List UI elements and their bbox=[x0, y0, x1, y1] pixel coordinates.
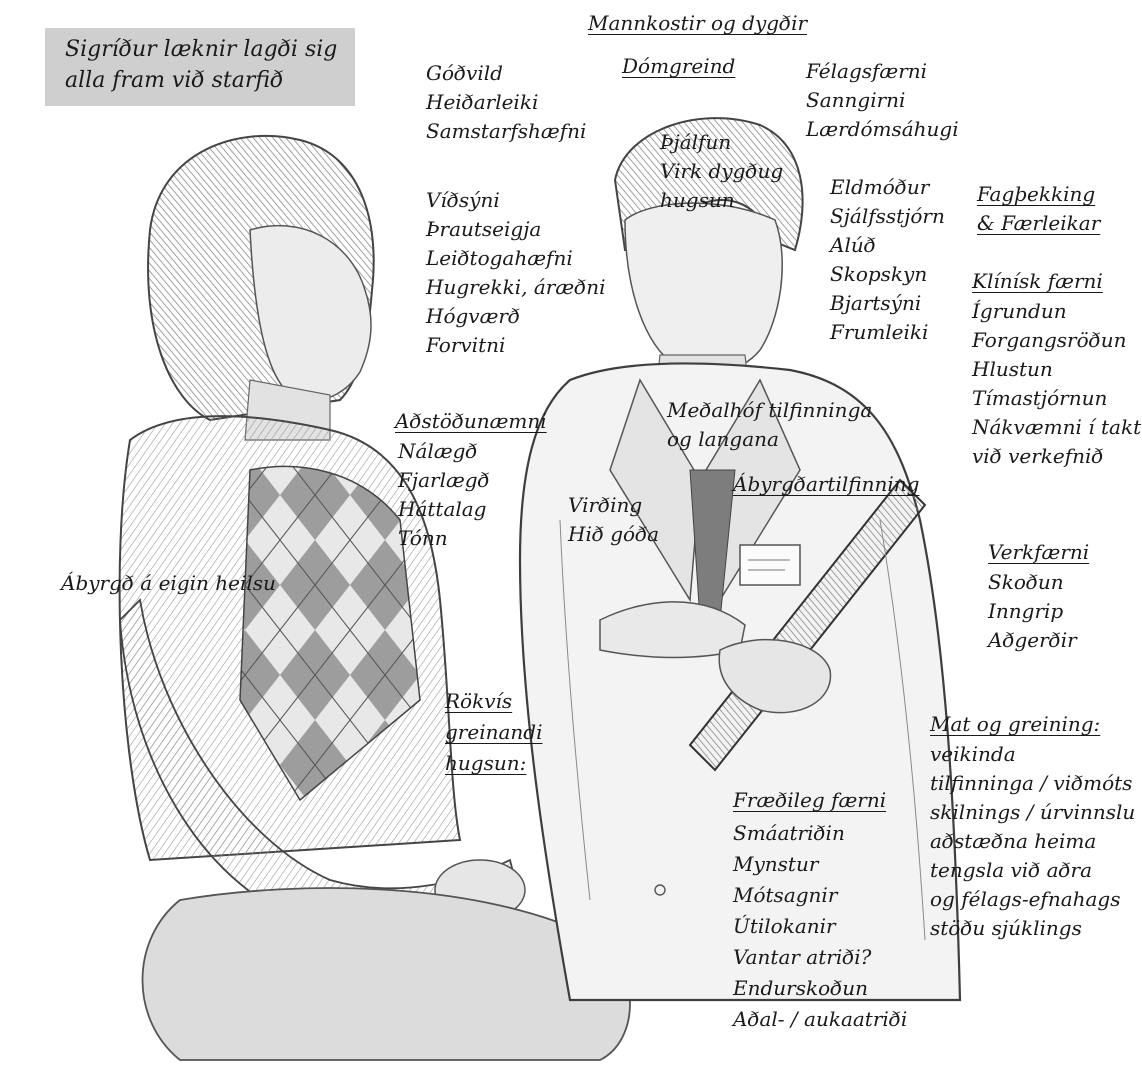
fraedileg-item: Endurskoðun bbox=[733, 973, 907, 1004]
caption-box: Sigríður læknir lagði sig alla fram við … bbox=[45, 28, 355, 106]
virtue-item: Heiðarleiki bbox=[426, 88, 586, 117]
caption-text: Sigríður læknir lagði sig alla fram við … bbox=[65, 34, 337, 96]
medalhof-line: Meðalhóf tilfinninga bbox=[667, 396, 872, 425]
caption-line-2: alla fram við starfið bbox=[65, 65, 337, 96]
label-domgreind: Dómgreind bbox=[622, 52, 735, 81]
verkfaerni-list: Skoðun Inngrip Aðgerðir bbox=[988, 568, 1077, 655]
virtue-item: Skopskyn bbox=[830, 260, 945, 289]
adstodunaemni-item: Fjarlægð bbox=[398, 466, 490, 495]
thjalfun-line: Þjálfun bbox=[660, 128, 783, 157]
patient-label: Ábyrgð á eigin heilsu bbox=[61, 569, 276, 598]
fagthekking-line: & Færleikar bbox=[977, 209, 1100, 238]
verkfaerni-item: Skoðun bbox=[988, 568, 1077, 597]
caption-line-1: Sigríður læknir lagði sig bbox=[65, 34, 337, 65]
rokvis-line: greinandi bbox=[445, 717, 542, 748]
mat-item: veikinda bbox=[930, 740, 1135, 769]
fraedileg-item: Aðal- / aukaatriði bbox=[733, 1004, 907, 1035]
virding-line: Hið góða bbox=[568, 520, 659, 549]
fraedileg-list: Smáatriðin Mynstur Mótsagnir Útilokanir … bbox=[733, 818, 907, 1035]
klinisk-item: Ígrundun bbox=[972, 297, 1141, 326]
mat-item: tilfinninga / viðmóts bbox=[930, 769, 1135, 798]
mat-item: skilnings / úrvinnslu bbox=[930, 798, 1135, 827]
virtue-item: Félagsfærni bbox=[806, 57, 959, 86]
virtue-item: Forvitni bbox=[426, 331, 605, 360]
virtue-item: Hugrekki, áræðni bbox=[426, 273, 605, 302]
heading-fraedileg: Fræðileg færni bbox=[733, 786, 886, 815]
rokvis-line: hugsun: bbox=[445, 748, 542, 779]
virtue-item: Sanngirni bbox=[806, 86, 959, 115]
medalhof-block: Meðalhóf tilfinninga og langana bbox=[667, 396, 872, 454]
mat-item: tengsla við aðra bbox=[930, 856, 1135, 885]
mat-item: og félags-efnahags bbox=[930, 885, 1135, 914]
fraedileg-item: Mynstur bbox=[733, 849, 907, 880]
fagthekking-line: Fagþekking bbox=[977, 180, 1100, 209]
klinisk-item: Hlustun bbox=[972, 355, 1141, 384]
virtues-column-c: Félagsfærni Sanngirni Lærdómsáhugi bbox=[806, 57, 959, 144]
heading-adstodunaemni: Aðstöðunæmni bbox=[395, 407, 547, 436]
adstodunaemni-list: Nálægð Fjarlægð Háttalag Tónn bbox=[398, 437, 490, 553]
virtue-item: Eldmóður bbox=[830, 173, 945, 202]
adstodunaemni-item: Tónn bbox=[398, 524, 490, 553]
thjalfun-line: hugsun bbox=[660, 186, 783, 215]
klinisk-item: við verkefnið bbox=[972, 442, 1141, 471]
thjalfun-block: Þjálfun Virk dygðug hugsun bbox=[660, 128, 783, 215]
virtue-item: Lærdómsáhugi bbox=[806, 115, 959, 144]
mat-item: stöðu sjúklings bbox=[930, 914, 1135, 943]
fraedileg-item: Mótsagnir bbox=[733, 880, 907, 911]
virtue-item: Frumleiki bbox=[830, 318, 945, 347]
medalhof-line: og langana bbox=[667, 425, 872, 454]
virtue-item: Þrautseigja bbox=[426, 215, 605, 244]
virtue-item: Góðvild bbox=[426, 59, 586, 88]
virtue-item: Bjartsýni bbox=[830, 289, 945, 318]
virtue-item: Sjálfsstjórn bbox=[830, 202, 945, 231]
klinisk-item: Tímastjórnun bbox=[972, 384, 1141, 413]
fraedileg-item: Útilokanir bbox=[733, 911, 907, 942]
heading-mat: Mat og greining: bbox=[930, 710, 1100, 739]
virtue-item: Víðsýni bbox=[426, 186, 605, 215]
heading-mannkostir: Mannkostir og dygðir bbox=[588, 9, 807, 38]
virtue-item: Alúð bbox=[830, 231, 945, 260]
virtues-column-a: Góðvild Heiðarleiki Samstarfshæfni bbox=[426, 59, 586, 146]
virding-block: Virðing Hið góða bbox=[568, 491, 659, 549]
adstodunaemni-item: Nálægð bbox=[398, 437, 490, 466]
adstodunaemni-item: Háttalag bbox=[398, 495, 490, 524]
virtue-item: Samstarfshæfni bbox=[426, 117, 586, 146]
klinisk-list: Ígrundun Forgangsröðun Hlustun Tímastjór… bbox=[972, 297, 1141, 471]
mat-item: aðstæðna heima bbox=[930, 827, 1135, 856]
label-abyrgdartilfinning: Ábyrgðartilfinning bbox=[733, 470, 919, 499]
mat-list: veikinda tilfinninga / viðmóts skilnings… bbox=[930, 740, 1135, 943]
thjalfun-line: Virk dygðug bbox=[660, 157, 783, 186]
heading-verkfaerni: Verkfærni bbox=[988, 538, 1089, 567]
rokvis-line: Rökvís bbox=[445, 686, 542, 717]
rokvis-block: Rökvís greinandi hugsun: bbox=[445, 686, 542, 779]
klinisk-item: Forgangsröðun bbox=[972, 326, 1141, 355]
virtues-column-d: Eldmóður Sjálfsstjórn Alúð Skopskyn Bjar… bbox=[830, 173, 945, 347]
fraedileg-item: Vantar atriði? bbox=[733, 942, 907, 973]
fraedileg-item: Smáatriðin bbox=[733, 818, 907, 849]
verkfaerni-item: Aðgerðir bbox=[988, 626, 1077, 655]
virtue-item: Leiðtogahæfni bbox=[426, 244, 605, 273]
klinisk-item: Nákvæmni í takt bbox=[972, 413, 1141, 442]
virtue-item: Hógværð bbox=[426, 302, 605, 331]
heading-fagthekking: Fagþekking & Færleikar bbox=[977, 180, 1100, 238]
verkfaerni-item: Inngrip bbox=[988, 597, 1077, 626]
virding-line: Virðing bbox=[568, 491, 659, 520]
virtues-column-b: Víðsýni Þrautseigja Leiðtogahæfni Hugrek… bbox=[426, 186, 605, 360]
heading-klinisk: Klínísk færni bbox=[972, 267, 1103, 296]
